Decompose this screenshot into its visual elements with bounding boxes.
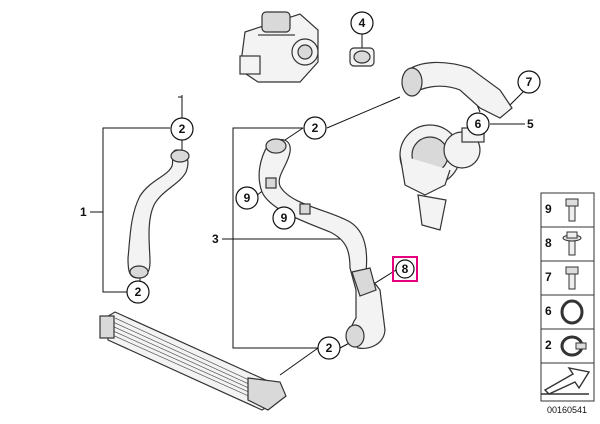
legend-label: 8 [545,236,552,250]
legend-label: 2 [545,338,552,352]
callout-circle [517,70,541,94]
charge-pipe-part-3 [258,138,386,349]
callout-4: 4 [350,11,374,35]
bolt-washer-icon [562,231,582,256]
throttle-body [239,11,319,83]
bolt-icon [565,198,579,222]
legend-label: 7 [545,270,552,284]
callout-6: 6 [466,112,490,136]
screw-icon [565,266,579,290]
legend-row: 6 [545,299,584,325]
legend-row: 2 [545,335,587,357]
callout-2: 2 [126,280,150,304]
callout-circle [350,11,374,35]
callout-label: 9 [281,211,288,225]
callout-2: 2 [317,336,341,360]
o-ring-icon [560,299,584,325]
hose-part-1 [127,149,190,279]
callout-circle [317,336,341,360]
callout-9: 9 [235,186,259,210]
turbocharger [399,124,485,231]
part-label-5: 5 [527,117,534,131]
callout-circle [395,259,415,279]
part-label-3: 3 [212,232,219,246]
callout-circle [466,112,490,136]
callout-circle [235,186,259,210]
callout-label: 2 [179,122,186,136]
part-label-1: 1 [80,205,87,219]
legend-row: 9 [545,198,579,222]
legend-row: 8 [545,231,582,256]
callout-circle [126,280,150,304]
callout-2: 2 [170,117,194,141]
callout-circle [303,116,327,140]
callout-label: 2 [312,121,319,135]
callout-circle [170,117,194,141]
callout-7: 7 [517,70,541,94]
callout-2: 2 [303,116,327,140]
callout-8: 8 [392,256,418,282]
legend-label: 9 [545,202,552,216]
callout-9: 9 [272,206,296,230]
callout-label: 2 [326,341,333,355]
legend-row [541,366,591,395]
hose-clamp-icon [560,335,587,357]
legend-label: 6 [545,304,552,318]
legend-row: 7 [545,266,579,290]
intake-pipe-upper [401,61,513,119]
callout-label: 7 [526,75,533,89]
diagram-reference-number: 00160541 [547,405,587,415]
callout-label: 2 [135,285,142,299]
intercooler [99,311,287,411]
callout-label: 8 [402,262,409,276]
fitting-part-4 [349,47,375,67]
plain-labels: 1 3 5 [80,117,534,246]
callout-circle [272,206,296,230]
highlight-box [392,256,418,282]
legend-panel: 9 8 7 6 2 [540,192,595,402]
arrow-icon [541,366,591,395]
callout-label: 4 [359,16,366,30]
callouts: 2 2 2 2 4 6 7 8 9 9 [126,11,541,360]
callout-label: 9 [244,191,251,205]
callout-label: 6 [475,117,482,131]
